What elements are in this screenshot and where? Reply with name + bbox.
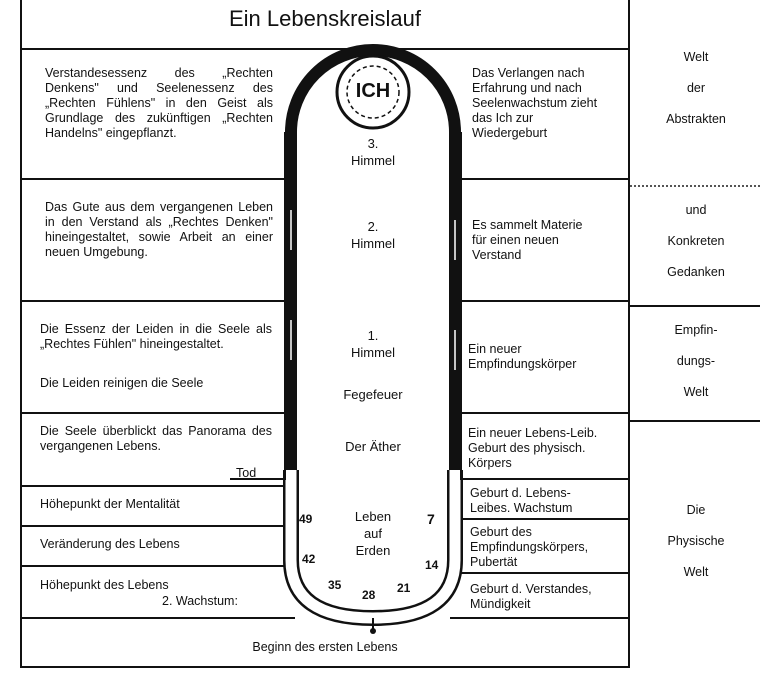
divider: [450, 617, 630, 619]
divider: [460, 478, 630, 480]
right-text-row2: Es sammelt Materie für einen neuen Verst…: [472, 218, 583, 262]
divider: [20, 617, 295, 619]
himmel2: 2.Himmel: [350, 219, 396, 251]
right-text-row1: Das Verlangen nach Erfahrung und nach Se…: [472, 66, 598, 140]
fegefeuer-label: Fegefeuer: [343, 387, 403, 402]
aether-label: Der Äther: [345, 439, 401, 454]
divider: [20, 300, 285, 302]
age-21: 21: [397, 581, 411, 595]
bottom-caption: Beginn des ersten Lebens: [252, 640, 398, 654]
tod-label: Tod: [236, 466, 257, 480]
left-text-row6: Veränderung des Lebens: [40, 537, 180, 551]
left-text-row4: Die Seele überblickt das Panorama des ve…: [40, 424, 272, 453]
age-49: 49: [299, 512, 313, 526]
divider: [20, 178, 285, 180]
right-text-row7: Geburt d. Verstandes, Mündigkeit: [470, 582, 592, 611]
left-text-row1: Verstandesessenz des „Rechten Denkens" u…: [45, 66, 273, 140]
himmel1: 1.Himmel: [350, 328, 396, 360]
left-text-row3b: Die Leiden reinigen die Seele: [40, 376, 204, 390]
left-text-row2: Das Gute aus dem vergangenen Leben in de…: [45, 200, 273, 259]
divider: [20, 485, 285, 487]
divider: [460, 300, 630, 302]
divider: [460, 178, 630, 180]
right-text-row6: Geburt des Empfindungskörpers, Pubertät: [470, 525, 589, 569]
age-7: 7: [427, 511, 435, 527]
divider: [460, 518, 630, 520]
ich-label: ICH: [355, 80, 391, 102]
frame-bottom: [20, 666, 630, 668]
age-42: 42: [302, 552, 316, 566]
world-feeling: Empfin-dungs-Welt: [674, 323, 718, 399]
divider: [20, 565, 285, 567]
left-text-row3: Die Essenz der Leiden in die Seele als „…: [40, 322, 272, 351]
left-text-row7: Höhepunkt des Lebens: [40, 578, 169, 592]
divider: [460, 572, 630, 574]
left-text-row5: Höhepunkt der Mentalität: [40, 497, 180, 511]
divider: [630, 420, 760, 422]
divider: [20, 412, 285, 414]
age-35: 35: [328, 578, 342, 592]
right-text-row4: Ein neuer Lebens-Leib. Geburt des physis…: [468, 426, 598, 470]
divider: [20, 525, 285, 527]
frame-left: [20, 0, 22, 668]
frame-divider: [628, 0, 630, 668]
age-14: 14: [425, 558, 439, 572]
page-title: Ein Lebenskreislauf: [228, 6, 421, 31]
right-text-row3: Ein neuer Empfindungskörper: [468, 342, 577, 371]
divider: [460, 412, 630, 414]
title-rule: [20, 48, 630, 50]
dotted-divider: [630, 185, 760, 187]
age-28: 28: [362, 588, 376, 602]
divider: [230, 478, 285, 480]
himmel3: 3.Himmel: [350, 136, 396, 168]
right-text-row5: Geburt d. Lebens-Leibes. Wachstum: [470, 486, 573, 515]
divider: [630, 305, 760, 307]
left-text-row7b: 2. Wachstum:: [162, 594, 238, 608]
